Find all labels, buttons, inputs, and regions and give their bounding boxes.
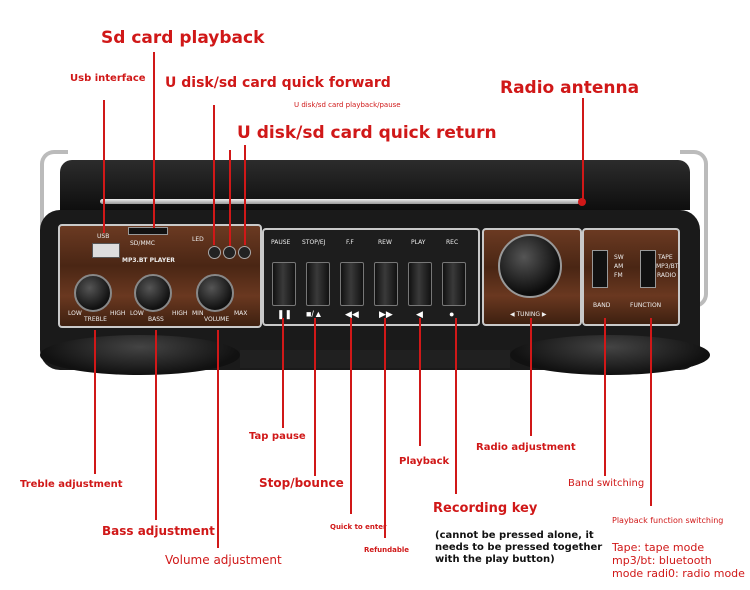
pause-key[interactable] bbox=[272, 262, 296, 306]
func-tape: TAPE bbox=[658, 254, 673, 261]
pause-sd-button[interactable] bbox=[223, 246, 236, 259]
band-am: AM bbox=[614, 263, 624, 270]
label-quick-forward: U disk/sd card quick forward bbox=[165, 75, 391, 91]
leader-ff-key bbox=[350, 318, 352, 514]
rewind-icon: ▶▶ bbox=[379, 309, 393, 319]
label-band-switching: Band switching bbox=[568, 478, 645, 489]
rec-key[interactable] bbox=[442, 262, 466, 306]
label-quick-to-enter: Quick to enter bbox=[330, 523, 387, 531]
leader-stop-key bbox=[314, 318, 316, 476]
led-label: LED bbox=[192, 236, 204, 243]
label-sd-card-playback: Sd card playback bbox=[101, 28, 265, 48]
treble-high: HIGH bbox=[110, 310, 126, 317]
band-label: BAND bbox=[593, 302, 611, 309]
key-label-rew: REW bbox=[378, 239, 392, 246]
player-label: MP3.BT PLAYER bbox=[122, 257, 175, 264]
label-treble-adjustment: Treble adjustment bbox=[20, 479, 123, 490]
usb-label: USB bbox=[97, 233, 110, 240]
antenna bbox=[100, 199, 580, 204]
label-stop-bounce: Stop/bounce bbox=[259, 476, 344, 490]
label-tap-pause: Tap pause bbox=[249, 431, 306, 442]
leader-sd bbox=[153, 52, 155, 228]
forward-button[interactable] bbox=[238, 246, 251, 259]
bass-low: LOW bbox=[130, 310, 144, 317]
play-key[interactable] bbox=[408, 262, 432, 306]
tuning-label: ◀ TUNING ▶ bbox=[510, 311, 547, 318]
label-usb-interface: Usb interface bbox=[70, 73, 146, 84]
label-quick-return: U disk/sd card quick return bbox=[237, 123, 497, 143]
recording-note-line-3: with the play button) bbox=[435, 554, 555, 565]
record-icon: ● bbox=[449, 309, 455, 319]
label-playback-function-switching: Playback function switching bbox=[612, 516, 724, 525]
leader-pause bbox=[229, 150, 231, 246]
left-speaker bbox=[40, 335, 240, 375]
rew-key[interactable] bbox=[374, 262, 398, 306]
sd-card-slot[interactable] bbox=[128, 227, 168, 235]
label-radio-antenna: Radio antenna bbox=[500, 78, 640, 98]
usb-port[interactable] bbox=[92, 243, 120, 258]
function-label: FUNCTION bbox=[630, 302, 662, 309]
label-refundable: Refundable bbox=[364, 546, 410, 554]
treble-low: LOW bbox=[68, 310, 82, 317]
tuning-knob[interactable] bbox=[498, 234, 562, 298]
leader-function bbox=[650, 318, 652, 506]
leader-tuning bbox=[530, 318, 532, 436]
label-playback: Playback bbox=[399, 456, 450, 467]
tape-note-line-1: Tape: tape mode bbox=[612, 541, 705, 554]
bass-knob[interactable] bbox=[134, 274, 172, 312]
label-radio-adjustment: Radio adjustment bbox=[476, 442, 576, 453]
leader-rew-key bbox=[384, 318, 386, 538]
recording-note-line-2: needs to be pressed together bbox=[435, 542, 603, 553]
label-playback-pause: U disk/sd card playback/pause bbox=[294, 101, 401, 109]
leader-play-key bbox=[419, 318, 421, 446]
key-label-stop: STOP/EJ bbox=[302, 239, 326, 246]
band-switch[interactable] bbox=[592, 250, 608, 288]
leader-band bbox=[604, 318, 606, 476]
return-button[interactable] bbox=[208, 246, 221, 259]
key-label-rec: REC bbox=[446, 239, 459, 246]
band-sw: SW bbox=[614, 254, 624, 261]
bass-high: HIGH bbox=[172, 310, 188, 317]
label-bass-adjustment: Bass adjustment bbox=[102, 524, 215, 538]
right-speaker bbox=[510, 335, 710, 375]
leader-bass bbox=[155, 330, 157, 520]
tape-note-line-3: mode radi0: radio mode bbox=[612, 567, 745, 580]
play-icon: ◀ bbox=[416, 309, 423, 319]
volume-knob[interactable] bbox=[196, 274, 234, 312]
bottom-grille bbox=[240, 350, 510, 368]
fast-forward-icon: ◀◀ bbox=[345, 309, 359, 319]
recording-note-line-1: (cannot be pressed alone, it bbox=[435, 530, 594, 541]
leader-rec-key bbox=[455, 318, 457, 494]
bass-label: BASS bbox=[148, 316, 164, 323]
leader-treble bbox=[94, 330, 96, 474]
leader-pause-key bbox=[282, 318, 284, 428]
antenna-dot bbox=[578, 198, 586, 206]
leader-volume bbox=[217, 330, 219, 548]
key-label-pause: PAUSE bbox=[271, 239, 291, 246]
band-fm: FM bbox=[614, 272, 623, 279]
pause-icon: ❚❚ bbox=[277, 309, 293, 319]
treble-knob[interactable] bbox=[74, 274, 112, 312]
leader-return bbox=[213, 105, 215, 245]
func-radio: RADIO bbox=[657, 272, 677, 279]
leader-antenna bbox=[582, 98, 584, 202]
volume-label: VOLUME bbox=[204, 316, 230, 323]
key-label-ff: F.F bbox=[346, 239, 354, 246]
treble-label: TREBLE bbox=[84, 316, 107, 323]
func-mp3bt: MP3/BT bbox=[656, 263, 679, 270]
ff-key[interactable] bbox=[340, 262, 364, 306]
leader-usb bbox=[103, 100, 105, 233]
stop-eject-icon: ■/▲ bbox=[306, 309, 323, 319]
leader-forward bbox=[244, 145, 246, 245]
key-label-play: PLAY bbox=[411, 239, 426, 246]
sdmmc-label: SD/MMC bbox=[130, 240, 155, 247]
function-switch[interactable] bbox=[640, 250, 656, 288]
volume-min: MIN bbox=[192, 310, 204, 317]
stop-key[interactable] bbox=[306, 262, 330, 306]
label-recording-key: Recording key bbox=[433, 501, 538, 516]
tape-note-line-2: mp3/bt: bluetooth bbox=[612, 554, 712, 567]
volume-max: MAX bbox=[234, 310, 248, 317]
label-volume-adjustment: Volume adjustment bbox=[165, 553, 282, 567]
